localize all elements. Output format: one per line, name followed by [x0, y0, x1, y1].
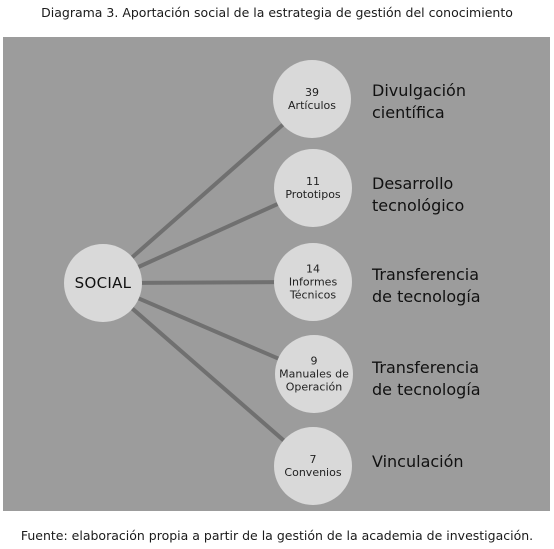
node-4-label: Manuales de Operación [279, 367, 349, 394]
node-1-number: 39 [304, 86, 319, 99]
node-1-description: Divulgación científica [372, 81, 466, 122]
node-5-label: Convenios [284, 466, 342, 479]
diagram-footer: Fuente: elaboración propia a partir de l… [20, 528, 534, 543]
node-3-description: Transferencia de tecnología [372, 265, 481, 306]
node-2-label: Prototipos [285, 188, 341, 201]
node-2-description: Desarrollo tecnológico [372, 174, 465, 215]
node-4-description: Transferencia de tecnología [372, 358, 481, 399]
diagram-title: Diagrama 3. Aportación social de la estr… [41, 5, 513, 20]
node-3-text: 14 Informes Técnicos [289, 263, 337, 302]
node-1-label: Artículos [288, 99, 336, 112]
node-5-number: 7 [309, 453, 317, 466]
node-2-number: 11 [306, 175, 320, 188]
node-2-text: 11 Prototipos [285, 175, 340, 201]
node-circle-3 [274, 243, 352, 321]
node-4-text: 9 Manuales de Operación [279, 355, 349, 394]
connector-line-1 [129, 121, 286, 261]
connector-line-5 [129, 305, 287, 444]
hub-circle [64, 244, 142, 322]
node-4-number: 9 [310, 354, 318, 368]
node-circle-2 [274, 149, 352, 227]
node-circle-1 [273, 60, 351, 138]
node-3-label: Informes Técnicos [288, 275, 338, 302]
connector-line-4 [136, 295, 281, 362]
node-1-text: 39 Artículos [288, 86, 336, 112]
node-circle-5 [274, 427, 352, 505]
connector-line-3 [139, 280, 277, 285]
diagram-canvas [64, 60, 353, 505]
node-3-number: 14 [306, 262, 320, 276]
diagram-panel: SOCIAL 39 Artículos 11 Prototipos 14 Inf… [3, 37, 550, 511]
hub-label: SOCIAL [74, 274, 132, 292]
node-circle-4 [275, 335, 353, 413]
node-5-text: 7 Convenios [284, 453, 341, 479]
node-5-description: Vinculación [372, 452, 464, 471]
connector-line-2 [135, 201, 281, 270]
